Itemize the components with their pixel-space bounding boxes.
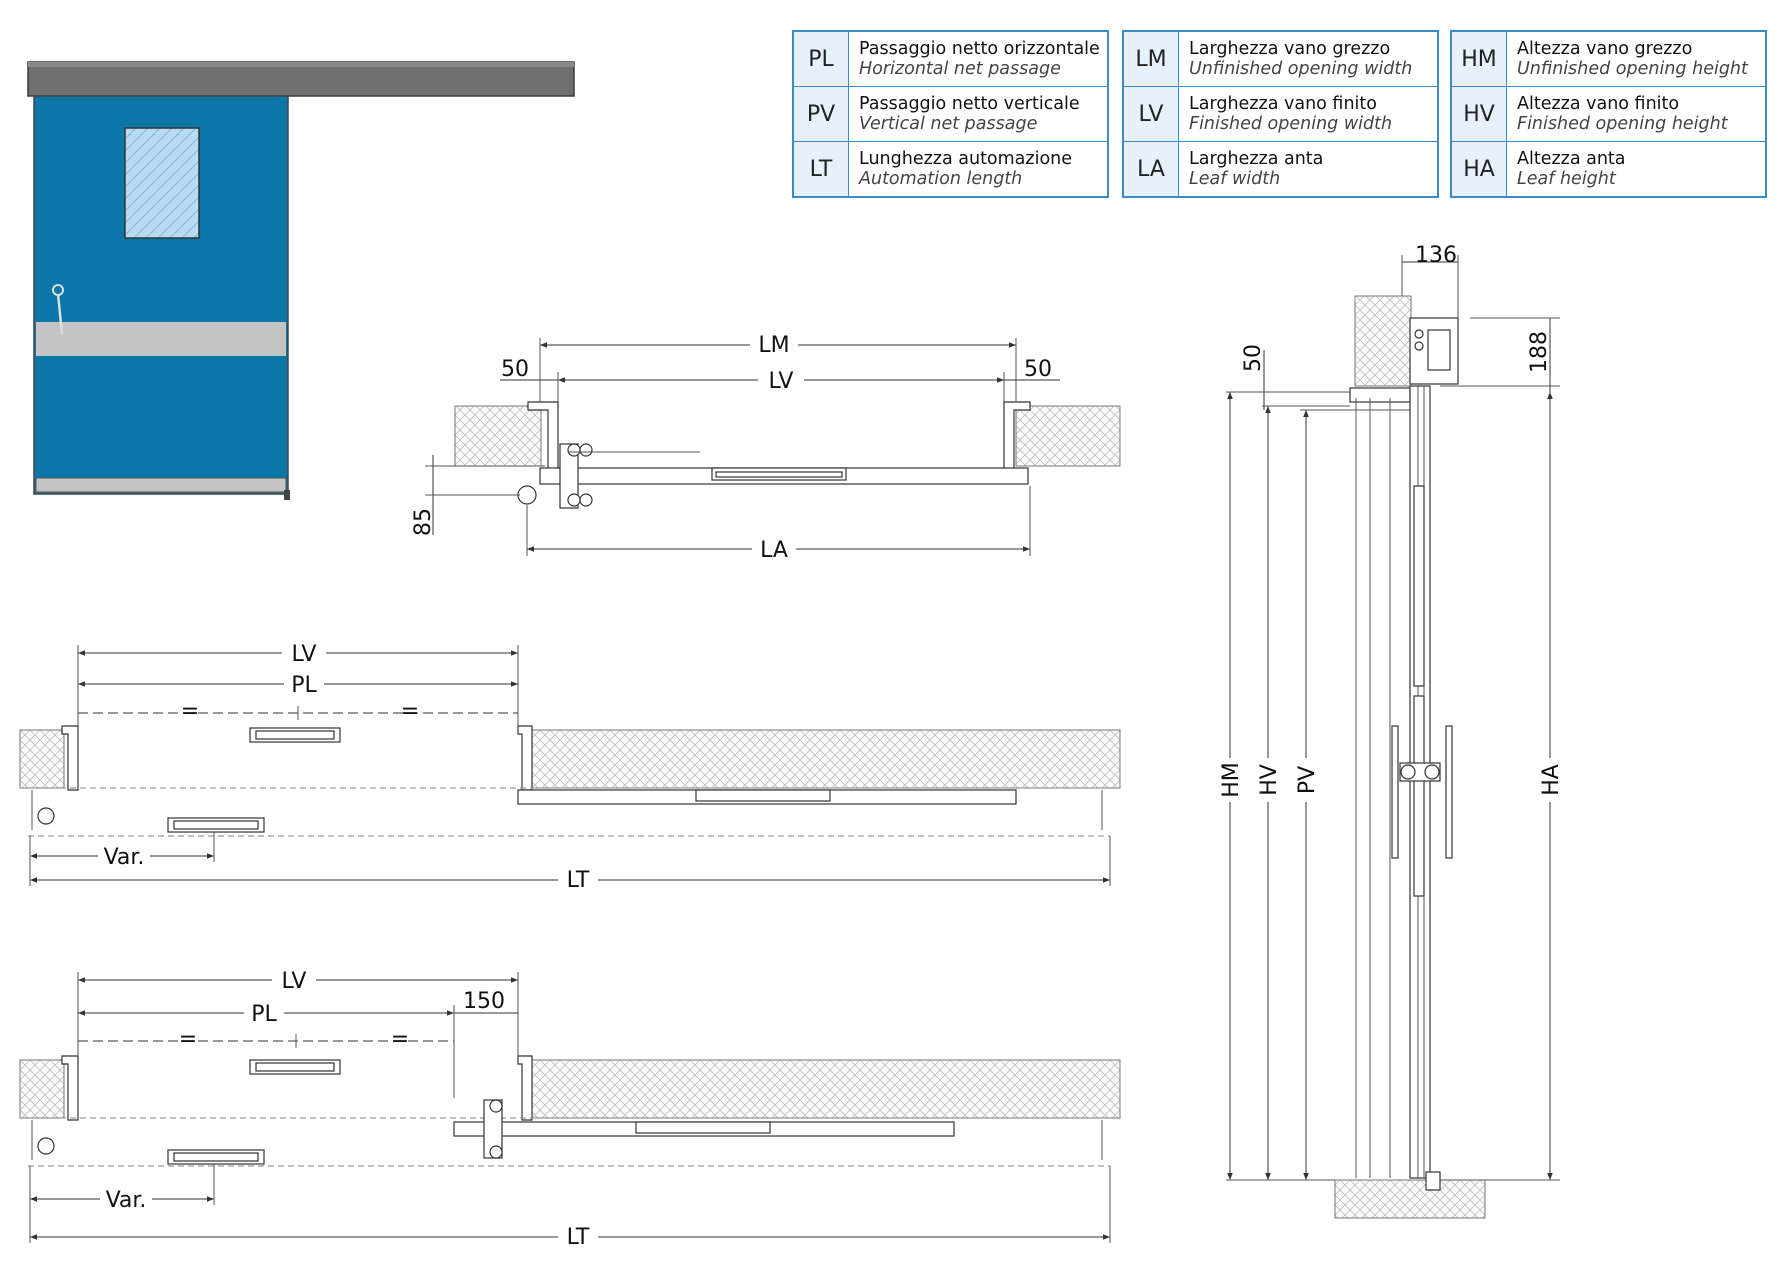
- dim-header: 188: [1527, 331, 1552, 373]
- dim-eq-left-bot: =: [179, 1027, 197, 1052]
- wall-right-bot: [531, 1059, 1121, 1119]
- legend-en: Unfinished opening height: [1517, 59, 1748, 79]
- dim-eq-right-bot: =: [391, 1027, 409, 1052]
- legend-code: HA: [1450, 141, 1507, 198]
- legend-it: Larghezza vano grezzo: [1189, 39, 1391, 59]
- legend-en: Finished opening height: [1517, 114, 1728, 134]
- wall-left-bot: [19, 1059, 65, 1119]
- dim-eq-right-mid: =: [401, 699, 419, 724]
- vertical-section: 136 188 50 HM HV PV HA: [1216, 243, 1564, 1219]
- legend-it: Passaggio netto orizzontale: [859, 39, 1100, 59]
- dim-lt-bot: LT: [567, 1225, 590, 1250]
- plan-view-bottom: LV PL 150 = = Var. LT: [19, 967, 1121, 1250]
- wall-right: [1015, 405, 1121, 467]
- legend-code: LT: [792, 141, 849, 198]
- wall-left: [454, 405, 542, 467]
- dim-hv: HV: [1257, 764, 1282, 796]
- legend-code: LA: [1122, 141, 1179, 198]
- legend-en: Vertical net passage: [859, 114, 1038, 134]
- floor: [1334, 1179, 1486, 1219]
- dim-gap-right: 50: [1024, 357, 1052, 382]
- legend-it: Lunghezza automazione: [859, 149, 1073, 169]
- dim-offset: 85: [411, 508, 436, 536]
- legend-it: Altezza vano grezzo: [1517, 39, 1693, 59]
- dim-lt-mid: LT: [567, 868, 590, 893]
- dim-lv: LV: [769, 369, 794, 394]
- legend-code: LV: [1122, 86, 1179, 142]
- dim-ha: HA: [1539, 764, 1564, 796]
- plan-view-top: LM LV 50 50 85 LA: [411, 330, 1121, 563]
- lintel-wall: [1354, 295, 1412, 387]
- legend-en: Finished opening width: [1189, 114, 1393, 134]
- dim-var-bot: Var.: [106, 1188, 147, 1213]
- dim-la: LA: [760, 538, 788, 563]
- dim-pl-mid: PL: [291, 673, 317, 698]
- dim-extra: 150: [463, 989, 505, 1014]
- dim-eq-left-mid: =: [181, 699, 199, 724]
- legend-en: Automation length: [859, 169, 1023, 189]
- legend-code: LM: [1122, 30, 1179, 87]
- legend-it: Larghezza vano finito: [1189, 94, 1377, 114]
- wall-left-mid: [19, 729, 65, 789]
- dim-pl-bot: PL: [251, 1002, 277, 1027]
- dim-var-mid: Var.: [104, 845, 145, 870]
- dim-top-gap: 50: [1241, 344, 1266, 372]
- legend-code: PL: [792, 30, 849, 87]
- dim-pv: PV: [1295, 766, 1320, 794]
- dim-lv-mid: LV: [292, 642, 317, 667]
- legend-en: Leaf width: [1189, 169, 1281, 189]
- dim-gap-left: 50: [501, 357, 529, 382]
- legend-en: Leaf height: [1517, 169, 1616, 189]
- dim-hm: HM: [1219, 762, 1244, 798]
- legend-code: PV: [792, 86, 849, 142]
- legend-code: HM: [1450, 30, 1507, 87]
- legend-it: Altezza vano finito: [1517, 94, 1680, 114]
- dim-lm: LM: [758, 333, 789, 358]
- legend-en: Unfinished opening width: [1189, 59, 1413, 79]
- legend-it: Altezza anta: [1517, 149, 1626, 169]
- legend-it: Passaggio netto verticale: [859, 94, 1080, 114]
- wall-right-mid: [531, 729, 1121, 789]
- door-window: [124, 127, 200, 239]
- dim-depth: 136: [1415, 243, 1457, 268]
- legend-en: Horizontal net passage: [859, 59, 1061, 79]
- dim-lv-bot: LV: [282, 969, 307, 994]
- door-rail: [27, 61, 575, 97]
- plan-view-middle: LV PL = = Var. LT: [19, 640, 1121, 893]
- door-elevation: [27, 61, 575, 500]
- legend-code: HV: [1450, 86, 1507, 142]
- door-kick-band: [36, 322, 286, 356]
- legend-it: Larghezza anta: [1189, 149, 1324, 169]
